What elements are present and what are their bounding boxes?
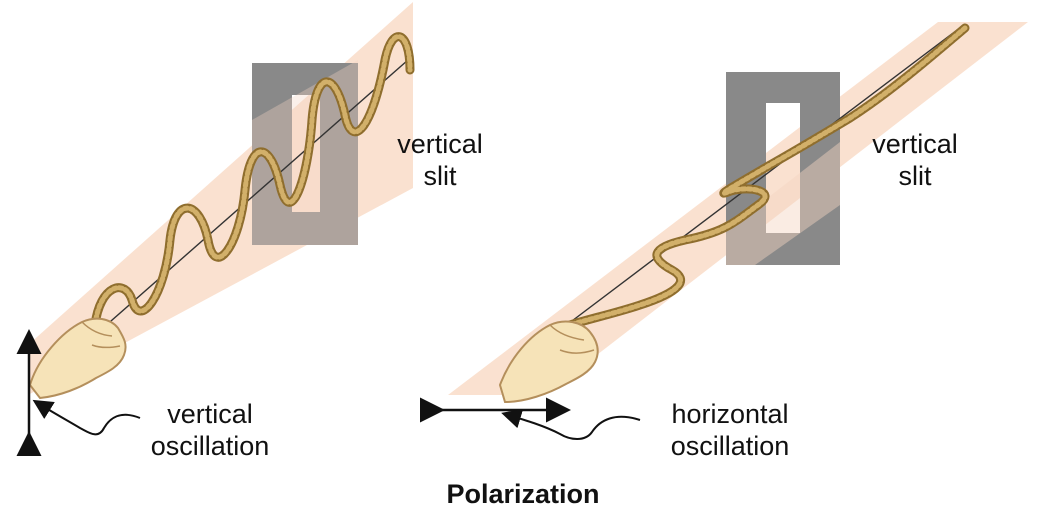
left-slit-label-line1: vertical [380,128,500,160]
right-oscillation-label: horizontal oscillation [650,398,810,462]
right-slit-label: vertical slit [855,128,975,192]
left-pointer-curve [36,402,140,434]
left-oscillation-label: vertical oscillation [130,398,290,462]
right-pointer-curve [505,414,640,439]
left-slit-label-line2: slit [380,160,500,192]
left-oscillation-label-line1: vertical [130,398,290,430]
right-oscillation-label-line1: horizontal [650,398,810,430]
left-panel [28,2,413,436]
left-oscillation-label-line2: oscillation [130,430,290,462]
right-slit-label-line1: vertical [855,128,975,160]
right-panel [440,22,1028,439]
right-slit-label-line2: slit [855,160,975,192]
left-slit-label: vertical slit [380,128,500,192]
right-oscillation-label-line2: oscillation [650,430,810,462]
diagram-title: Polarization [0,479,1046,510]
right-hand [500,321,598,402]
